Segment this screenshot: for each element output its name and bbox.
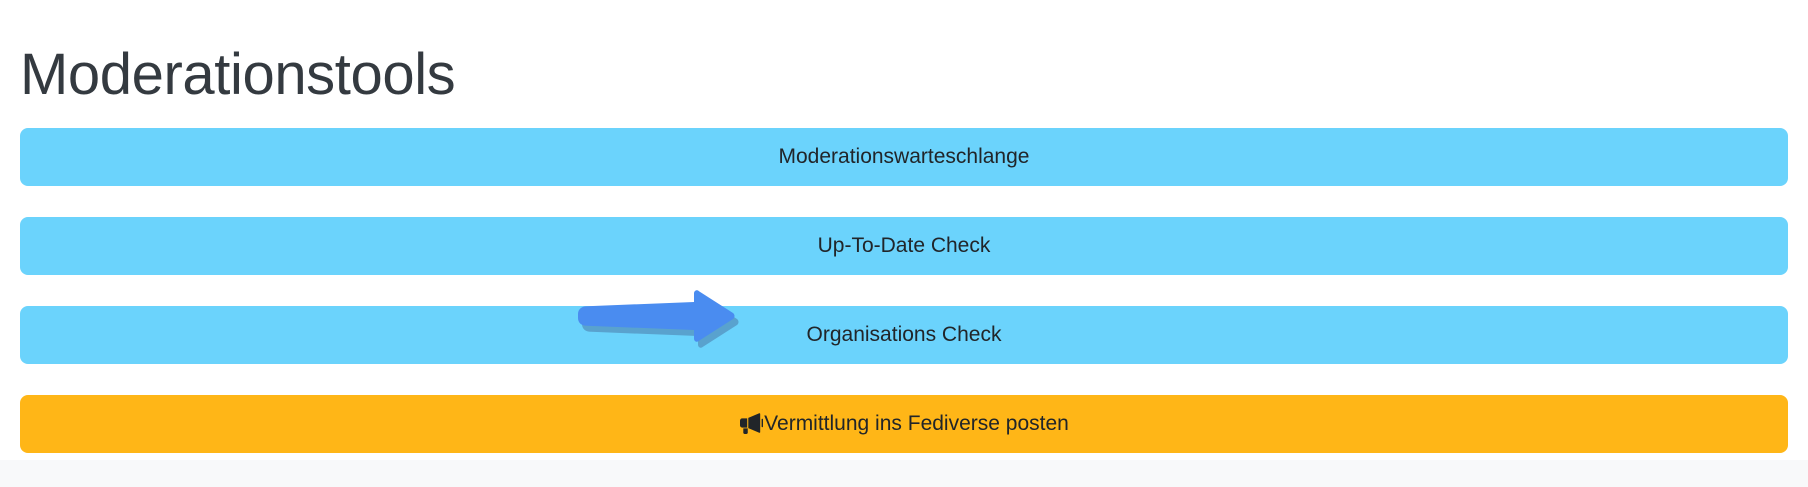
organisations-check-button-label: Organisations Check <box>806 323 1002 346</box>
post-to-fediverse-button[interactable]: Vermittlung ins Fediverse posten <box>20 395 1788 453</box>
organisations-check-button[interactable]: Organisations Check <box>20 306 1788 364</box>
up-to-date-check-button[interactable]: Up-To-Date Check <box>20 217 1788 275</box>
moderation-queue-button[interactable]: Moderationswarteschlange <box>20 128 1788 186</box>
page-title: Moderationstools <box>20 41 456 107</box>
moderation-tools-button-list: Moderationswarteschlange Up-To-Date Chec… <box>20 128 1788 453</box>
up-to-date-check-button-label: Up-To-Date Check <box>817 234 991 257</box>
footer-bar <box>0 460 1808 487</box>
moderation-queue-button-label: Moderationswarteschlange <box>778 145 1030 168</box>
post-to-fediverse-button-label: Vermittlung ins Fediverse posten <box>764 412 1069 435</box>
megaphone-icon <box>739 413 764 435</box>
